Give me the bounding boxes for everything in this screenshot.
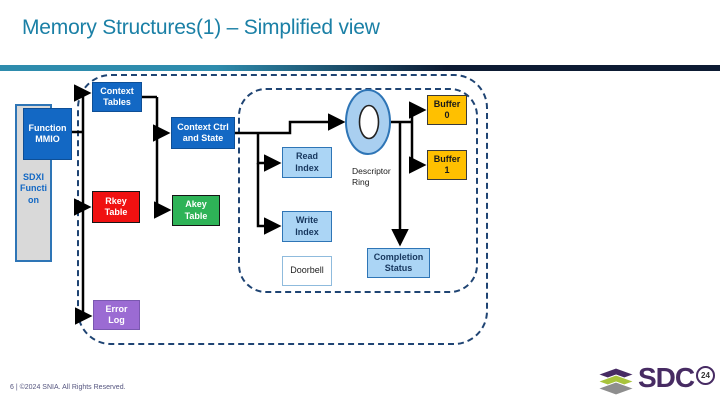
context-tables-box: Context Tables [92,82,142,112]
buffer-0-box: Buffer 0 [427,95,467,125]
sdc-logo-text: SDC [638,362,695,393]
context-ctrl-state-box: Context Ctrl and State [171,117,235,149]
sdc-logo-layers-icon [596,368,636,396]
descriptor-ring-label: Descriptor Ring [352,166,391,188]
doorbell-box: Doorbell [282,256,332,286]
buffer-1-box: Buffer 1 [427,150,467,180]
sdc-logo-24-badge: 24 [696,366,715,385]
akey-table-box: Akey Table [172,195,220,226]
slide-footer: 6 | ©2024 SNIA. All Rights Reserved. [10,384,126,391]
title-divider-bar [0,65,720,71]
function-mmio-box: Function MMIO [23,108,72,160]
read-index-box: Read Index [282,147,332,178]
slide-title: Memory Structures(1) – Simplified view [22,16,380,39]
rkey-table-box: Rkey Table [92,191,140,223]
error-log-box: Error Log [93,300,140,330]
completion-status-box: Completion Status [367,248,430,278]
write-index-box: Write Index [282,211,332,242]
sdc-logo: SDC 24 [596,360,718,402]
